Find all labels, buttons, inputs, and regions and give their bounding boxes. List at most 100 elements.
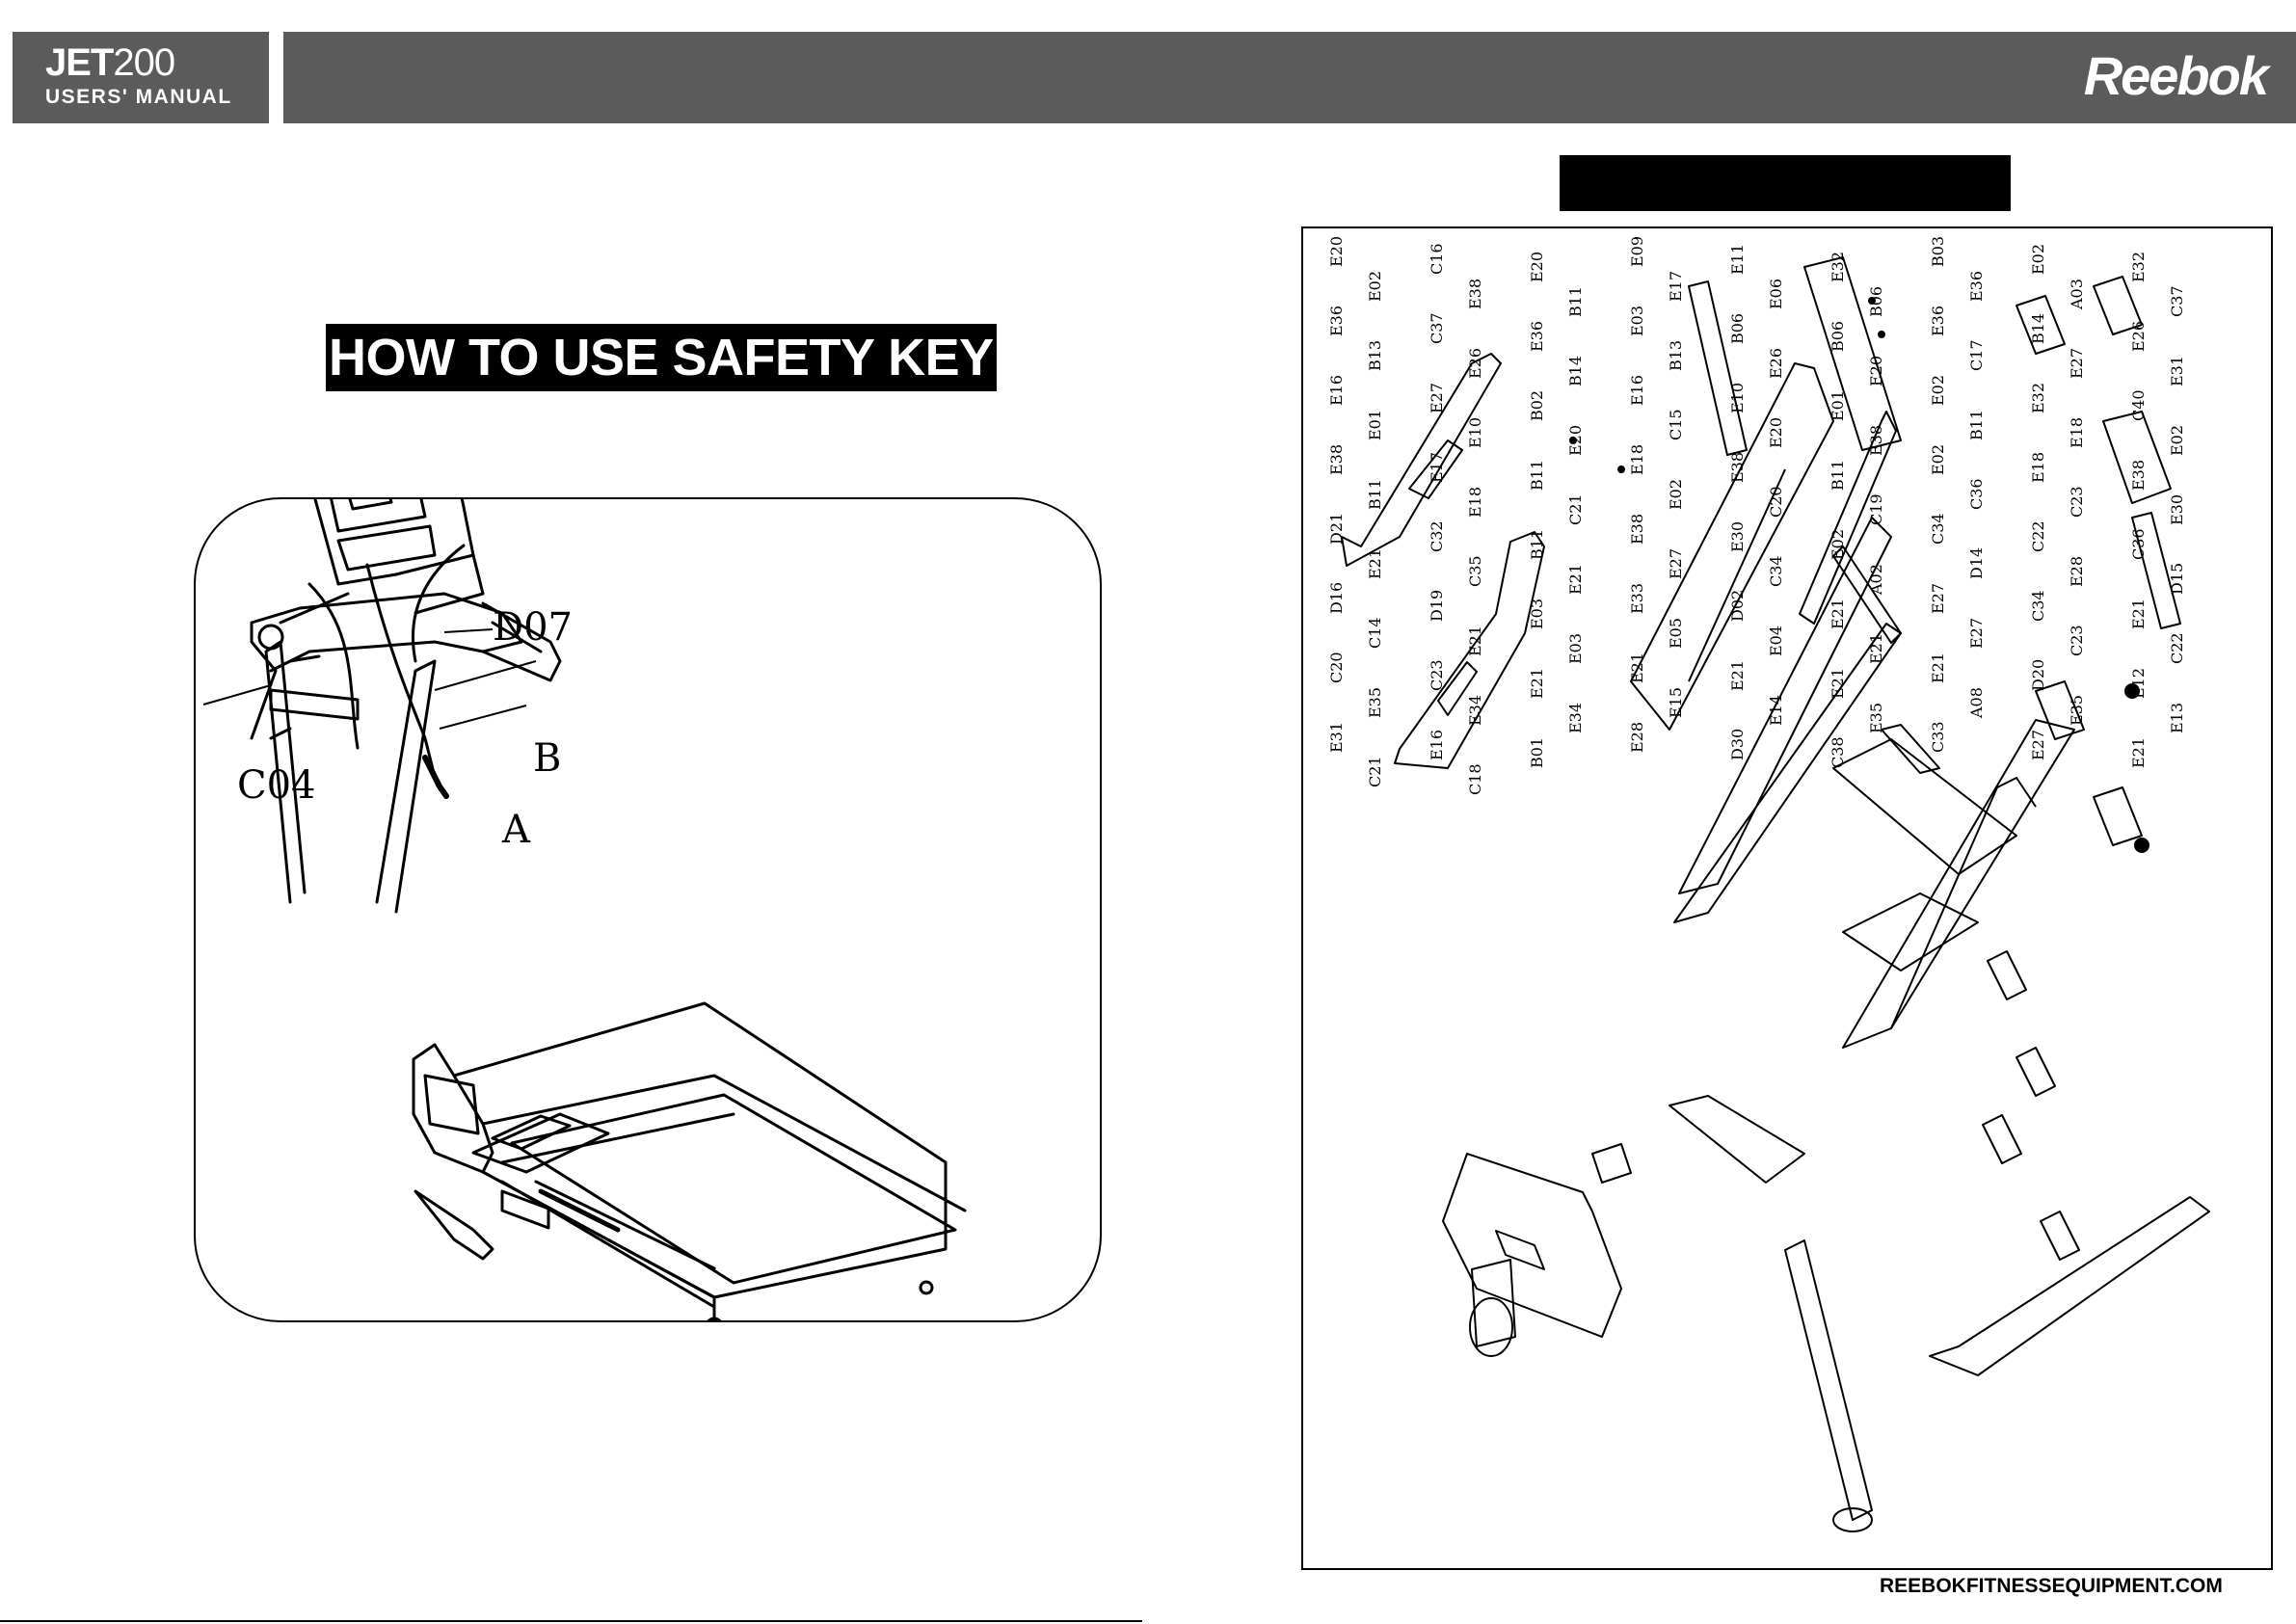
part-code-label: C23: [2068, 625, 2086, 656]
part-code-label: E20: [1867, 356, 1885, 386]
part-code-label: E12: [2129, 668, 2148, 699]
side-cover-left: [1341, 353, 1502, 567]
side-rail: [1678, 517, 1892, 894]
part-code-label: D02: [1728, 590, 1747, 622]
part-code-label: E20: [1327, 236, 1346, 267]
part-code-label: D30: [1728, 729, 1747, 760]
part-code-label: E31: [1327, 722, 1346, 753]
part-code-label: E13: [2168, 703, 2186, 733]
part-code-label: E16: [1428, 730, 1446, 760]
part-code-label: C36: [1967, 478, 1986, 510]
part-code-label: E27: [1967, 618, 1986, 649]
section-banner: [1560, 155, 2011, 211]
part-code-label: E35: [1867, 703, 1885, 733]
part-code-label: C38: [1829, 736, 1847, 768]
section-title: HOW TO USE SAFETY KEY: [326, 324, 997, 391]
upright-frame: [1803, 256, 1902, 451]
part-code-label: E20: [1767, 417, 1785, 448]
part-code-label: E36: [1528, 321, 1546, 352]
part-code-label: B11: [1528, 460, 1546, 491]
part-code-label: B14: [1566, 356, 1585, 386]
part-code-label: B11: [1366, 479, 1384, 510]
model-name: JET200: [45, 41, 175, 84]
part-code-label: E10: [1466, 417, 1484, 448]
front-roller: [1784, 1239, 1873, 1521]
part-code-label: B06: [1867, 286, 1885, 317]
part-code-label: E38: [1867, 425, 1885, 456]
part-code-label: E35: [1366, 687, 1384, 718]
part-code-label: D16: [1327, 582, 1346, 614]
part-code-label: E02: [1829, 529, 1847, 560]
part-code-label: E21: [1366, 548, 1384, 579]
incline-bracket: [1799, 411, 1897, 625]
part-code-label: C15: [1667, 409, 1685, 440]
part-code-label: A02: [1867, 564, 1885, 596]
callout-c04: C04: [237, 763, 316, 808]
part-code-label: C20: [1327, 652, 1346, 683]
part-code-label: E15: [1667, 687, 1685, 718]
part-code-label: E21: [1466, 626, 1484, 656]
part-code-label: E32: [2129, 252, 2148, 282]
part-code-label: C34: [1929, 513, 1947, 545]
part-code-label: C37: [2168, 285, 2186, 317]
part-code-label: E27: [1667, 548, 1685, 579]
part-code-label: E02: [1929, 375, 1947, 406]
part-code-label: E17: [1667, 271, 1685, 302]
footer-rule: [0, 1620, 1142, 1622]
running-deck: [1630, 362, 1834, 731]
part-code-label: E20: [1528, 252, 1546, 282]
part-code-label: E27: [2029, 730, 2047, 760]
part-code-label: E31: [2168, 356, 2186, 386]
part-code-label: C17: [1967, 339, 1986, 371]
part-code-label: E21: [1929, 652, 1947, 683]
part-code-label: E21: [1528, 668, 1546, 699]
part-code-label: E27: [2068, 348, 2086, 379]
part-code-label: B11: [1528, 529, 1546, 560]
drive-motor: [1469, 1297, 1513, 1357]
part-code-label: E17: [1428, 452, 1446, 483]
part-code-label: E18: [2029, 452, 2047, 483]
part-code-label: D19: [1428, 590, 1446, 622]
part-code-label: D20: [2029, 659, 2047, 691]
part-code-label: C33: [1929, 721, 1947, 753]
part-code-label: E18: [1628, 444, 1646, 475]
part-code-label: E26: [1767, 348, 1785, 379]
part-code-label: E10: [1728, 383, 1747, 413]
part-code-label: E21: [1829, 668, 1847, 699]
part-code-label: E02: [1929, 444, 1947, 475]
brand-logo: Reebok: [2083, 45, 2269, 106]
part-code-label: B11: [1829, 460, 1847, 491]
part-code-label: E36: [1327, 306, 1346, 336]
part-code-label: E30: [1728, 521, 1747, 552]
part-code-label: E34: [1566, 703, 1585, 733]
motor-cover: [1442, 1153, 1622, 1338]
part-code-label: E14: [1767, 695, 1785, 726]
model-badge: JET200 USERS' MANUAL: [13, 32, 269, 123]
part-code-label: C40: [2129, 389, 2148, 421]
part-code-label: E18: [1466, 487, 1484, 518]
part-code-label: D14: [1967, 547, 1986, 579]
main-frame: [1832, 738, 2017, 875]
part-code-label: D15: [2168, 563, 2186, 595]
running-belt: [510, 1093, 957, 1285]
part-code-label: E26: [1466, 348, 1484, 379]
part-code-label: B13: [1667, 340, 1685, 371]
part-code-label: E34: [1466, 695, 1484, 726]
console-housing: [2102, 411, 2172, 504]
part-code-label: E21: [1829, 599, 1847, 629]
part-code-label: C21: [1566, 493, 1585, 525]
part-code-label: C34: [2029, 590, 2047, 622]
website-url[interactable]: REEBOKFITNESSEQUIPMENT.COM: [1880, 1575, 2223, 1597]
part-code-label: C20: [1767, 486, 1785, 518]
rear-roller: [1832, 546, 1902, 644]
part-code-label: E27: [1929, 583, 1947, 614]
part-code-label: B01: [1528, 737, 1546, 768]
part-code-label: E30: [2168, 494, 2186, 525]
part-code-label: E28: [2068, 556, 2086, 587]
part-code-label: E02: [2029, 244, 2047, 275]
part-code-label: E06: [1767, 279, 1785, 309]
part-code-label: E33: [1628, 583, 1646, 614]
part-code-label: B11: [1566, 286, 1585, 317]
part-code-label: E16: [1327, 375, 1346, 406]
